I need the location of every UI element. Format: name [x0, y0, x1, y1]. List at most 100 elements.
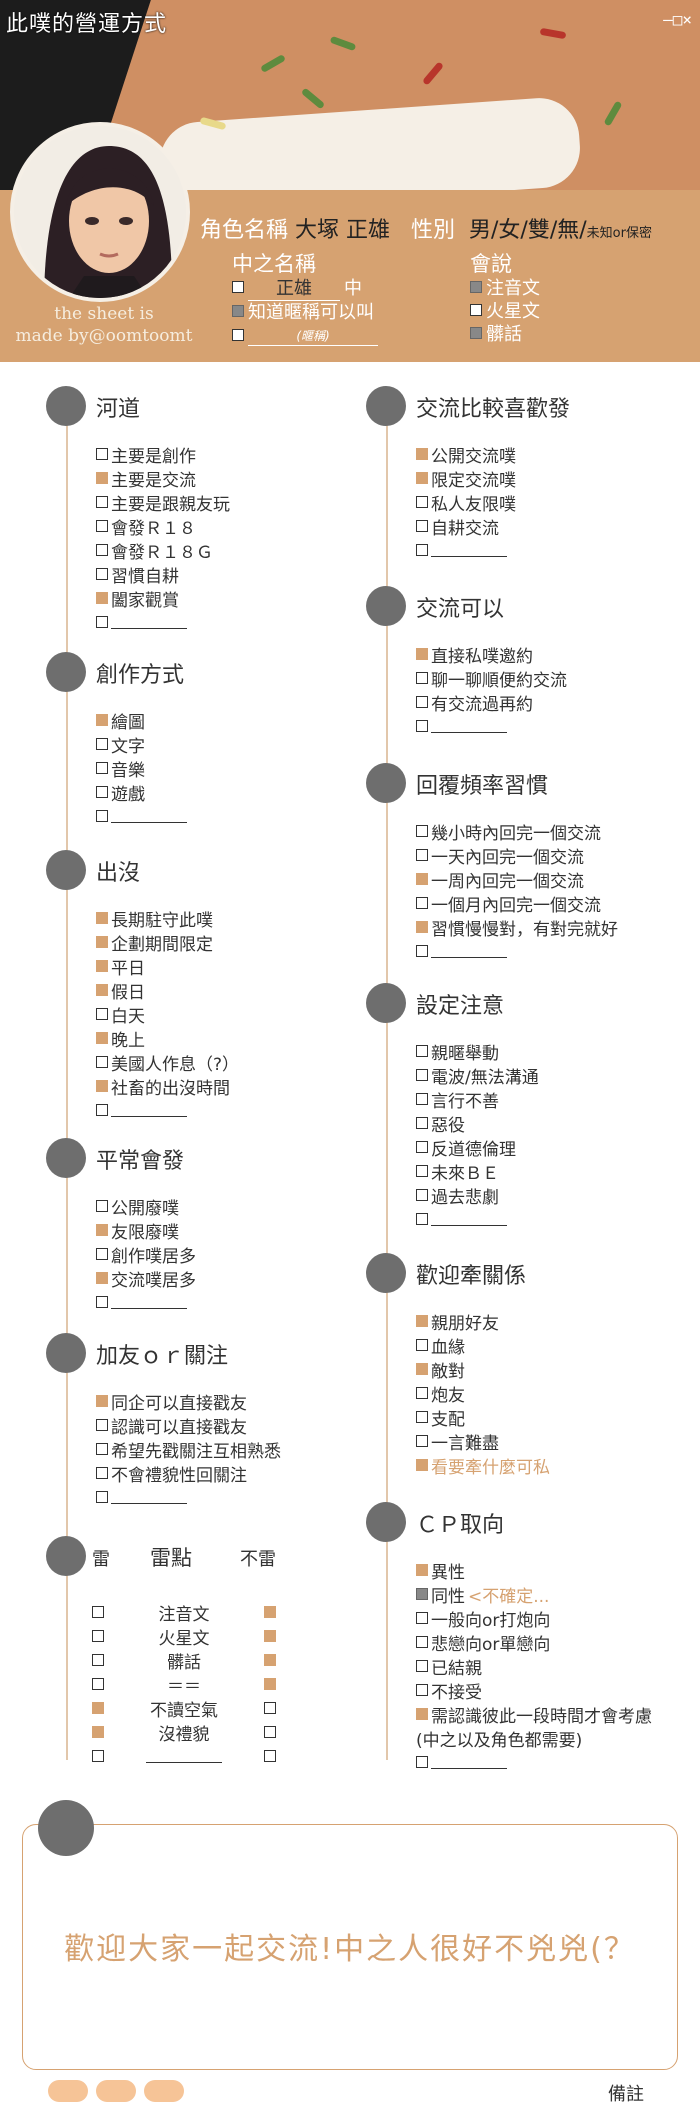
checkbox[interactable]: [416, 897, 428, 909]
checkbox[interactable]: [416, 825, 428, 837]
checkbox[interactable]: [416, 1117, 428, 1129]
mine-no-checkbox[interactable]: [264, 1702, 276, 1714]
mine-no-checkbox[interactable]: [264, 1726, 276, 1738]
checkbox[interactable]: [96, 786, 108, 798]
mine-yes-checkbox[interactable]: [92, 1702, 104, 1714]
checkbox[interactable]: [96, 1008, 108, 1020]
window-controls[interactable]: –□×: [663, 10, 692, 29]
checkbox[interactable]: [416, 1636, 428, 1648]
checkbox[interactable]: [96, 472, 108, 484]
checkbox[interactable]: [96, 714, 108, 726]
mine-no-checkbox[interactable]: [264, 1606, 276, 1618]
checkbox[interactable]: [96, 1443, 108, 1455]
language-checkbox[interactable]: [470, 326, 482, 339]
blank-line[interactable]: [431, 1755, 507, 1769]
checkbox[interactable]: [416, 1363, 428, 1375]
checkbox[interactable]: [96, 960, 108, 972]
checkbox[interactable]: [96, 984, 108, 996]
mine-yes-checkbox[interactable]: [92, 1678, 104, 1690]
checkbox[interactable]: [416, 672, 428, 684]
checkbox[interactable]: [96, 936, 108, 948]
checkbox[interactable]: [96, 1395, 108, 1407]
checkbox[interactable]: [416, 1213, 428, 1225]
language-checkbox[interactable]: [470, 303, 482, 316]
checkbox[interactable]: [416, 648, 428, 660]
checkbox[interactable]: [416, 1045, 428, 1057]
checkbox[interactable]: [416, 1708, 428, 1720]
checkbox[interactable]: [96, 496, 108, 508]
checkbox[interactable]: [416, 1588, 428, 1600]
checkbox[interactable]: [416, 496, 428, 508]
checkbox[interactable]: [96, 1032, 108, 1044]
blank-line[interactable]: [111, 1490, 187, 1504]
checkbox[interactable]: [96, 810, 108, 822]
mine-no-checkbox[interactable]: [264, 1630, 276, 1642]
checkbox[interactable]: [416, 1339, 428, 1351]
checkbox[interactable]: [96, 762, 108, 774]
blank-line[interactable]: [111, 1295, 187, 1309]
mine-no-checkbox[interactable]: [264, 1678, 276, 1690]
checkbox[interactable]: [416, 1684, 428, 1696]
checkbox[interactable]: [96, 1419, 108, 1431]
checkbox[interactable]: [416, 472, 428, 484]
checkbox[interactable]: [96, 1248, 108, 1260]
blank-line[interactable]: [431, 1212, 507, 1226]
checkbox[interactable]: [416, 1612, 428, 1624]
checkbox[interactable]: [416, 873, 428, 885]
checkbox[interactable]: [416, 520, 428, 532]
checkbox[interactable]: [416, 1165, 428, 1177]
checkbox[interactable]: [416, 720, 428, 732]
checkbox[interactable]: [416, 1756, 428, 1768]
nickname-alias-checkbox[interactable]: [232, 329, 244, 341]
checkbox[interactable]: [96, 1056, 108, 1068]
checkbox[interactable]: [416, 1564, 428, 1576]
blank-line[interactable]: [431, 719, 507, 733]
checkbox[interactable]: [416, 696, 428, 708]
checkbox[interactable]: [416, 448, 428, 460]
checkbox[interactable]: [416, 945, 428, 957]
mine-yes-checkbox[interactable]: [92, 1606, 104, 1618]
checkbox[interactable]: [96, 448, 108, 460]
blank-line[interactable]: [111, 615, 187, 629]
checkbox[interactable]: [416, 544, 428, 556]
checkbox[interactable]: [416, 1141, 428, 1153]
blank-line[interactable]: [111, 1103, 187, 1117]
checkbox[interactable]: [416, 1189, 428, 1201]
mine-yes-checkbox[interactable]: [92, 1750, 104, 1762]
checkbox[interactable]: [96, 1296, 108, 1308]
checkbox[interactable]: [96, 1491, 108, 1503]
mine-no-checkbox[interactable]: [264, 1654, 276, 1666]
blank-line[interactable]: [111, 809, 187, 823]
checkbox[interactable]: [416, 1093, 428, 1105]
checkbox[interactable]: [96, 1200, 108, 1212]
checkbox[interactable]: [416, 1459, 428, 1471]
checkbox[interactable]: [96, 912, 108, 924]
checkbox[interactable]: [96, 520, 108, 532]
checkbox[interactable]: [416, 1411, 428, 1423]
page-dot[interactable]: [144, 2080, 184, 2102]
page-dot[interactable]: [96, 2080, 136, 2102]
checkbox[interactable]: [416, 1069, 428, 1081]
blank-line[interactable]: [431, 543, 507, 557]
checkbox[interactable]: [416, 1435, 428, 1447]
checkbox[interactable]: [96, 568, 108, 580]
mine-yes-checkbox[interactable]: [92, 1654, 104, 1666]
checkbox[interactable]: [96, 592, 108, 604]
checkbox[interactable]: [96, 1080, 108, 1092]
mine-no-checkbox[interactable]: [264, 1750, 276, 1762]
blank-line[interactable]: [431, 944, 507, 958]
checkbox[interactable]: [96, 1467, 108, 1479]
blank-line[interactable]: [146, 1749, 222, 1763]
page-dot[interactable]: [48, 2080, 88, 2102]
mine-yes-checkbox[interactable]: [92, 1630, 104, 1642]
checkbox[interactable]: [416, 1387, 428, 1399]
checkbox[interactable]: [96, 738, 108, 750]
checkbox[interactable]: [96, 1224, 108, 1236]
checkbox[interactable]: [96, 1104, 108, 1116]
checkbox[interactable]: [416, 849, 428, 861]
checkbox[interactable]: [96, 544, 108, 556]
mine-yes-checkbox[interactable]: [92, 1726, 104, 1738]
nickname-can-call-checkbox[interactable]: [232, 305, 244, 317]
checkbox[interactable]: [96, 616, 108, 628]
language-checkbox[interactable]: [470, 280, 482, 293]
